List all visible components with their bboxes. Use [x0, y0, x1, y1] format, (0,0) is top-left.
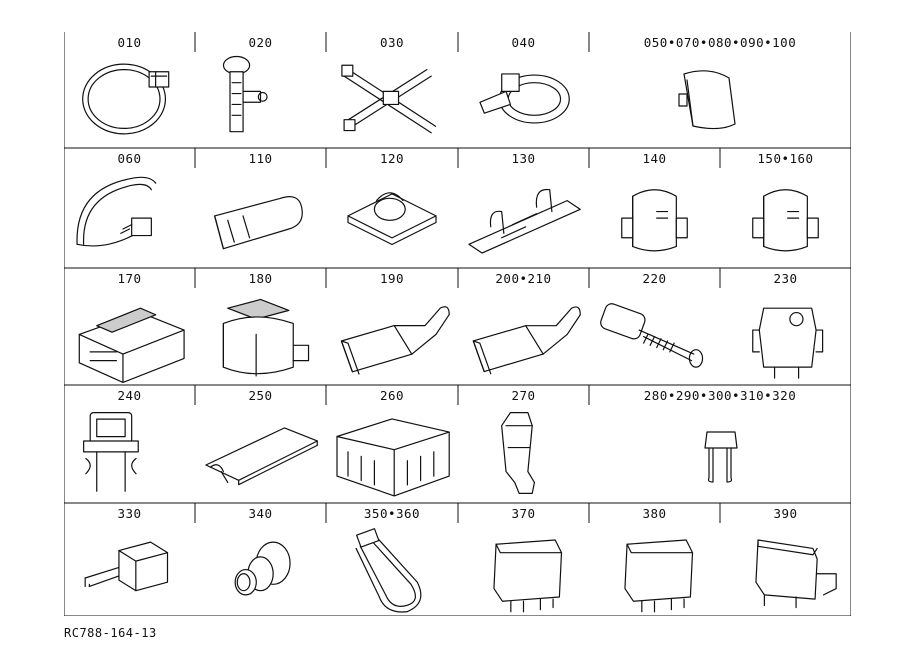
fuse-icon: [64, 403, 195, 503]
part-cell: 020: [195, 32, 326, 148]
part-label: 140: [642, 151, 667, 166]
part-cell: 340: [195, 503, 326, 616]
part-cell: 140: [589, 148, 720, 268]
part-label: 190: [379, 271, 405, 286]
part-label: 020: [248, 35, 273, 50]
relay-bracket-icon: [720, 521, 851, 616]
part-label: 010: [117, 35, 142, 50]
part-cell: 240: [64, 385, 195, 503]
part-cell: 120: [326, 148, 458, 268]
part-label: 380: [642, 506, 667, 521]
part-cell: 050•070•080•090•100: [589, 32, 851, 148]
clip-band-icon: [195, 50, 326, 148]
part-label: 270: [511, 388, 536, 403]
part-cell: 040: [458, 32, 589, 148]
boot-cap-icon: [589, 50, 851, 148]
relay-icon: [589, 521, 720, 616]
connector-clip-icon: [720, 166, 851, 268]
strap-clip-icon: [458, 50, 589, 148]
part-cell: 380: [589, 503, 720, 616]
relay-icon: [458, 521, 589, 616]
part-label: 170: [117, 271, 142, 286]
part-label: 030: [379, 35, 405, 50]
part-cell: 150•160: [720, 148, 851, 268]
part-cell: 180: [195, 268, 326, 385]
part-cell: 130: [458, 148, 589, 268]
band-clamp-icon: [64, 166, 195, 268]
cable-tie-icon: [326, 521, 458, 616]
part-cell: 330: [64, 503, 195, 616]
part-cell: 110: [195, 148, 326, 268]
part-cell: 060: [64, 148, 195, 268]
block-frame-icon: [326, 403, 458, 503]
part-cell: 230: [720, 268, 851, 385]
terminal-icon: [458, 403, 589, 503]
connector-block-icon: [195, 286, 326, 385]
part-label: 230: [773, 271, 798, 286]
part-cell: 190: [326, 268, 458, 385]
part-label: 350•360: [363, 506, 421, 521]
cable-band-icon: [64, 50, 195, 148]
part-label: 240: [117, 388, 142, 403]
part-label: 330: [117, 506, 142, 521]
terminal-boot-icon: [195, 166, 326, 268]
relay-socket-icon: [720, 286, 851, 385]
part-label: 060: [117, 151, 142, 166]
part-cell: 390: [720, 503, 851, 616]
fuse-box-icon: [64, 286, 195, 385]
diode-connector-icon: [64, 521, 195, 616]
cross-tie-icon: [326, 50, 458, 148]
part-cell: 030: [326, 32, 458, 148]
part-cell: 200•210: [458, 268, 589, 385]
part-cell: 010: [64, 32, 195, 148]
part-label: 390: [773, 506, 798, 521]
protector-boot-icon: [458, 286, 589, 385]
part-label: 040: [511, 35, 536, 50]
part-cell: 370: [458, 503, 589, 616]
part-cell: 350•360: [326, 503, 458, 616]
part-label: 120: [379, 151, 405, 166]
plate-icon: [195, 403, 326, 503]
protector-boot-icon: [326, 286, 458, 385]
part-label: 370: [511, 506, 536, 521]
part-label: 340: [248, 506, 273, 521]
part-label: 130: [511, 151, 536, 166]
part-label: 260: [379, 388, 405, 403]
part-label: 280•290•300•310•320: [643, 388, 797, 403]
part-cell: 220: [589, 268, 720, 385]
blade-fuse-icon: [589, 403, 851, 503]
part-cell: 280•290•300•310•320: [589, 385, 851, 503]
part-label: 250: [248, 388, 273, 403]
fastener-clip-icon: [326, 166, 458, 268]
part-label: 150•160: [757, 151, 814, 166]
part-label: 050•070•080•090•100: [643, 35, 797, 50]
fuse-holder-icon: [589, 286, 720, 385]
part-cell: 250: [195, 385, 326, 503]
part-label: 180: [248, 271, 273, 286]
part-cell: 260: [326, 385, 458, 503]
parts-grid: 010 020 030 040 050•070•080•090•100 060 110 120…: [64, 32, 851, 616]
grommet-icon: [195, 521, 326, 616]
part-cell: 270: [458, 385, 589, 503]
part-label: 220: [642, 271, 667, 286]
part-label: 200•210: [495, 271, 552, 286]
connector-clip-icon: [589, 166, 720, 268]
harness-holder-icon: [458, 166, 589, 268]
part-label: 110: [248, 151, 273, 166]
part-cell: 170: [64, 268, 195, 385]
drawing-code: RC788-164-13: [64, 626, 157, 640]
